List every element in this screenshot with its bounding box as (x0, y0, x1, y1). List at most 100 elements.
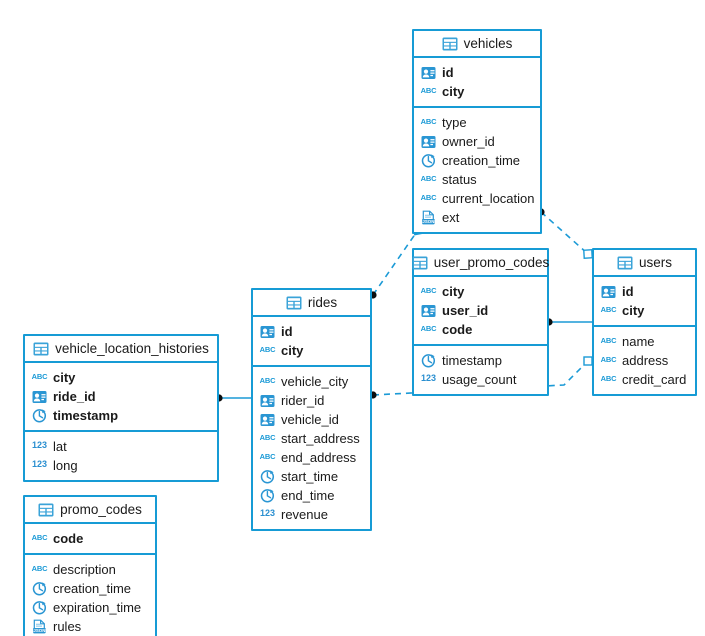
field-name: revenue (281, 507, 328, 522)
field-name: owner_id (442, 134, 495, 149)
field-row[interactable]: expiration_time (25, 598, 155, 617)
abc-icon: ABC (31, 563, 48, 573)
abc-icon: ABC (259, 375, 276, 385)
field-name: city (281, 343, 304, 358)
relationship-user-promo-codes-to-users[interactable] (545, 318, 592, 326)
abc-icon: ABC (259, 451, 276, 461)
field-name: creation_time (442, 153, 521, 168)
entity-title[interactable]: users (594, 250, 695, 277)
relationship-one-marker (583, 356, 593, 366)
id-card-icon (260, 412, 275, 427)
field-row[interactable]: rider_id (253, 391, 370, 410)
abc-icon: ABC (600, 373, 617, 383)
clock-icon (421, 353, 436, 368)
field-row[interactable]: user_id (414, 301, 547, 320)
field-name: rules (53, 619, 82, 634)
entity-title[interactable]: vehicle_location_histories (25, 336, 217, 363)
field-name: id (442, 65, 454, 80)
field-row[interactable]: id (253, 322, 370, 341)
entity-title[interactable]: promo_codes (25, 497, 155, 524)
field-row[interactable]: owner_id (414, 132, 540, 151)
field-row[interactable]: start_time (253, 467, 370, 486)
field-row[interactable]: timestamp (414, 351, 547, 370)
field-row[interactable]: JSON rules (25, 617, 155, 636)
clock-icon (260, 488, 275, 503)
field-name: vehicle_id (281, 412, 339, 427)
entity-title[interactable]: user_promo_codes (412, 250, 549, 277)
field-name: city (442, 84, 465, 99)
entity-name: vehicles (463, 35, 513, 51)
abc-icon: ABC (420, 192, 437, 202)
field-row[interactable]: creation_time (414, 151, 540, 170)
field-row[interactable]: id (594, 282, 695, 301)
field-row[interactable]: timestamp (25, 406, 217, 425)
abc-icon: ABC (600, 335, 617, 345)
field-name: expiration_time (53, 600, 142, 615)
entity-title[interactable]: vehicles (414, 31, 540, 58)
table-icon (442, 36, 458, 51)
field-name: start_address (281, 431, 360, 446)
column-section: timestamp 123 usage_count (414, 346, 547, 394)
field-row[interactable]: ABC city (253, 341, 370, 360)
field-row[interactable]: creation_time (25, 579, 155, 598)
svg-text:JSON: JSON (33, 628, 45, 633)
field-name: usage_count (442, 372, 517, 387)
entity-title[interactable]: rides (253, 290, 370, 317)
field-name: credit_card (622, 372, 687, 387)
svg-text:JSON: JSON (422, 219, 434, 224)
entity-name: promo_codes (60, 501, 142, 517)
field-name: long (53, 458, 78, 473)
field-row[interactable]: ABC credit_card (594, 370, 695, 389)
abc-icon: ABC (31, 532, 48, 542)
entity-name: rides (307, 294, 338, 310)
123-icon: 123 (420, 373, 437, 383)
field-row[interactable]: ABC end_address (253, 448, 370, 467)
field-name: address (622, 353, 669, 368)
field-row[interactable]: vehicle_id (253, 410, 370, 429)
id-card-icon (260, 393, 275, 408)
field-row[interactable]: 123 usage_count (414, 370, 547, 389)
field-name: user_id (442, 303, 489, 318)
relationship-vehicle-location-histories-to-rides[interactable] (215, 394, 251, 402)
field-name: end_address (281, 450, 357, 465)
field-row[interactable]: id (414, 63, 540, 82)
field-name: timestamp (53, 408, 119, 423)
field-row[interactable]: ride_id (25, 387, 217, 406)
abc-icon: ABC (259, 344, 276, 354)
abc-icon: ABC (600, 304, 617, 314)
field-name: status (442, 172, 477, 187)
table-icon (617, 255, 633, 270)
field-row[interactable]: end_time (253, 486, 370, 505)
